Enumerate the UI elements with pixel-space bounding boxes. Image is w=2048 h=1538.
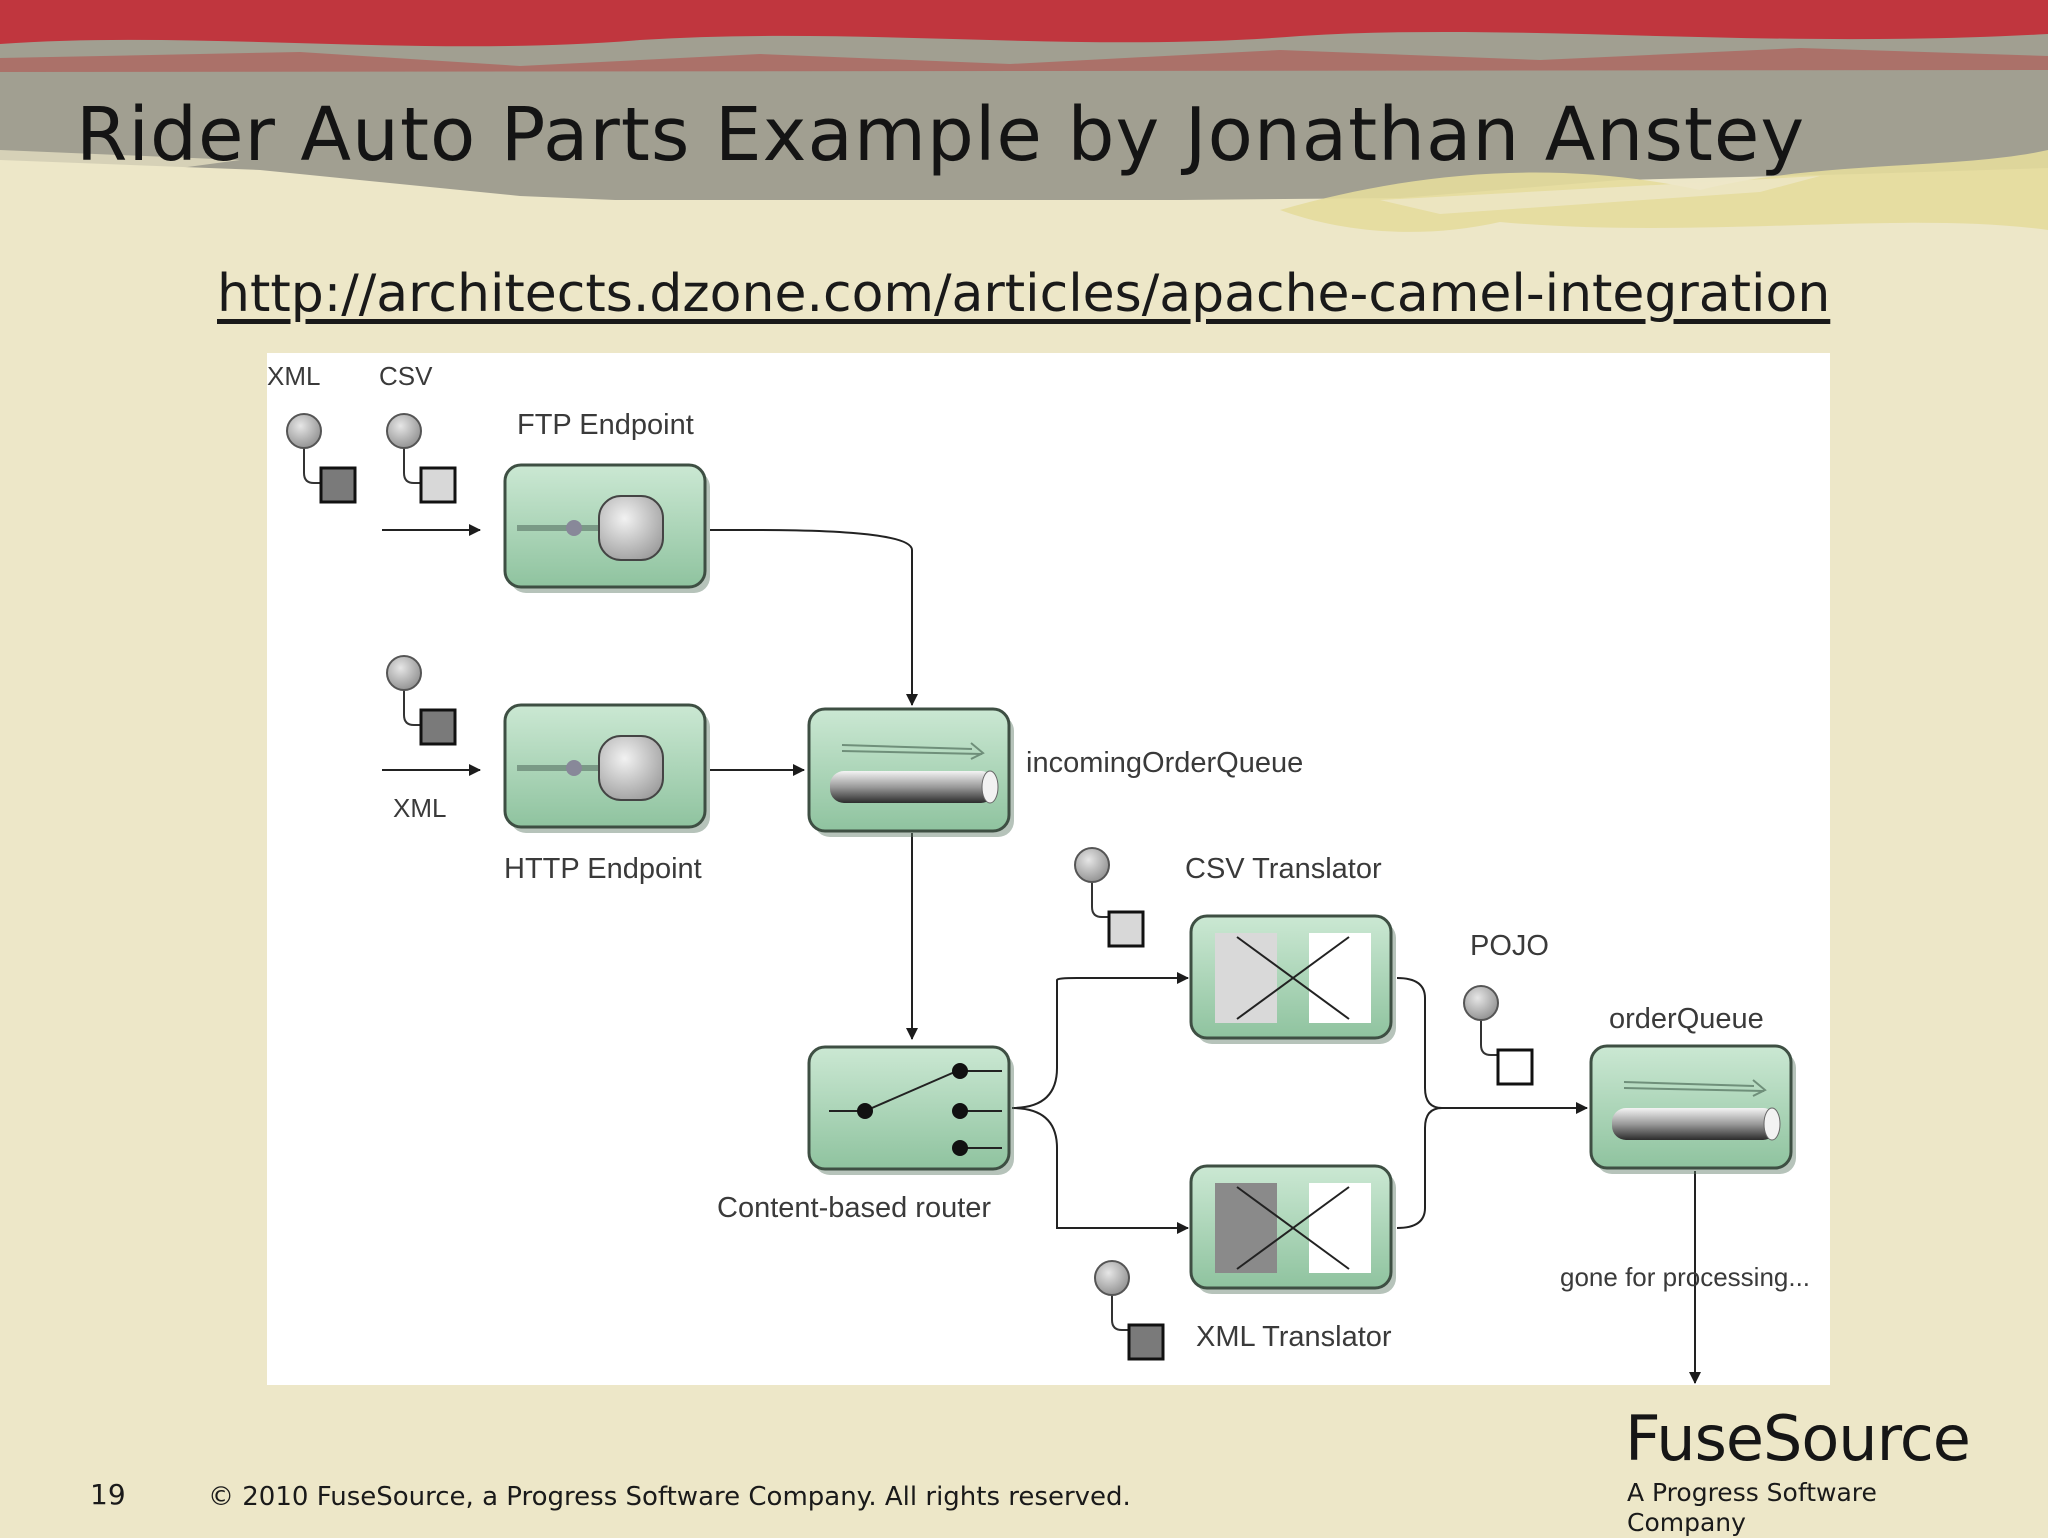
title-banner xyxy=(0,0,2048,260)
pojo-label: POJO xyxy=(1470,930,1549,962)
order-queue-label: orderQueue xyxy=(1609,1003,1764,1035)
ftp-xml-label: XML xyxy=(267,361,320,391)
csv-translator-label: CSV Translator xyxy=(1185,853,1382,885)
incoming-order-queue-node xyxy=(807,707,1014,837)
xml-translator-label: XML Translator xyxy=(1196,1321,1392,1353)
source-link[interactable]: http://architects.dzone.com/articles/apa… xyxy=(217,264,1831,324)
router-to-csv-connector xyxy=(1011,972,1189,1109)
xml-message-icon xyxy=(286,413,357,504)
pojo-message-icon xyxy=(1463,985,1534,1086)
slide-title: Rider Auto Parts Example by Jonathan Ans… xyxy=(76,92,1806,178)
csv-translator-node xyxy=(1189,914,1396,1044)
logo-tagline: A Progress Software Company xyxy=(1627,1478,1877,1537)
http-xml-label: XML xyxy=(393,793,446,823)
xml-translator-message-icon xyxy=(1094,1260,1165,1361)
http-endpoint-node xyxy=(503,703,710,833)
http-endpoint-label: HTTP Endpoint xyxy=(504,853,702,885)
content-based-router-label: Content-based router xyxy=(717,1192,991,1224)
gone-for-processing-label: gone for processing... xyxy=(1560,1262,1810,1292)
csv-message-icon xyxy=(386,413,457,504)
ftp-csv-label: CSV xyxy=(379,361,433,391)
xml-to-orderqueue-connector xyxy=(1396,1107,1443,1229)
copyright-notice: © 2010 FuseSource, a Progress Software C… xyxy=(208,1482,1131,1512)
xml-translator-node xyxy=(1189,1164,1396,1294)
router-to-xml-connector xyxy=(1011,1107,1189,1234)
ftp-to-queue-connector xyxy=(710,529,918,706)
integration-diagram: XML CSV FTP Endpoint XML HTTP Endpoint i… xyxy=(267,353,1830,1385)
ftp-endpoint-label: FTP Endpoint xyxy=(517,409,694,441)
fusesource-logo: FuseSource A Progress Software Company xyxy=(1625,1408,1971,1538)
incoming-order-queue-label: incomingOrderQueue xyxy=(1026,747,1303,779)
logo-wordmark: FuseSource xyxy=(1625,1402,1971,1475)
page-number: 19 xyxy=(90,1478,126,1511)
csv-to-orderqueue-connector xyxy=(1396,977,1588,1114)
http-xml-message-icon xyxy=(386,655,457,746)
order-queue-node xyxy=(1589,1044,1796,1174)
content-based-router-node xyxy=(807,1045,1014,1175)
ftp-endpoint-node xyxy=(503,463,710,593)
csv-translator-message-icon xyxy=(1074,847,1145,948)
